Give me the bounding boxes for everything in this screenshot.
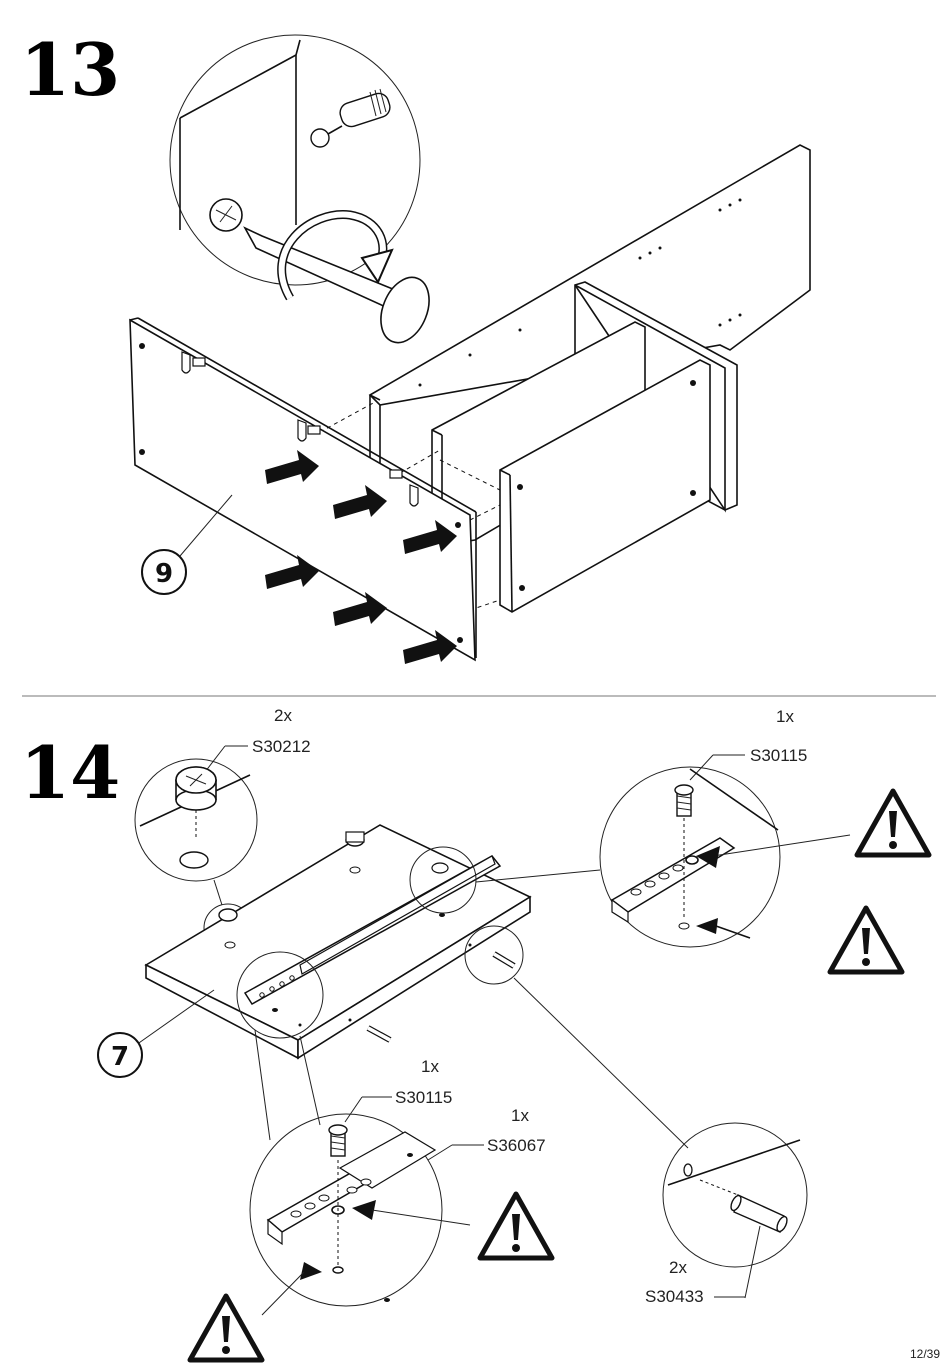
qty-s36067: 1x [511,1106,529,1125]
rotate-arrow-icon [277,210,394,301]
cam-lock-icon [209,198,243,232]
slide-zoom-marker-left [236,951,324,1039]
warning-icon [480,1194,552,1258]
code-s30212: S30212 [252,737,311,756]
detail-circle-slide-top [599,766,851,948]
step-14-number: 14 [20,730,120,815]
front-panel-9 [129,317,477,662]
slide-zoom-marker-right [409,846,477,914]
detail-circle-cam-nut [134,758,258,906]
part-label-7: 7 [97,989,215,1078]
divider-panels [431,281,738,613]
code-s30433: S30433 [645,1287,704,1306]
warning-icon [830,908,902,972]
bottom-board-7 [144,824,532,1060]
connector-screw-icon [310,88,391,148]
svg-text:9: 9 [155,559,173,589]
detail-circle-slide-bottom [249,1113,471,1316]
page-number: 12/39 [910,1347,940,1361]
code-s36067: S36067 [487,1136,546,1155]
svg-text:7: 7 [111,1042,129,1072]
step-13-number: 13 [20,27,120,112]
code-s30115-top: S30115 [750,746,807,765]
qty-s30115-top: 1x [776,707,794,726]
dowel-zoom-marker [464,925,524,985]
alignment-guides [319,401,501,611]
detail-circle-dowel [662,1122,808,1299]
part-label-9: 9 [141,494,233,595]
warning-icon [190,1296,262,1360]
code-s30115-bottom: S30115 [395,1088,452,1107]
screwdriver-icon [243,226,430,344]
qty-s30433: 2x [669,1258,687,1277]
qty-s30212: 2x [274,706,292,725]
warning-icon [857,791,929,855]
step-13-detail-circle [169,34,430,344]
qty-s30115-bottom: 1x [421,1057,439,1076]
